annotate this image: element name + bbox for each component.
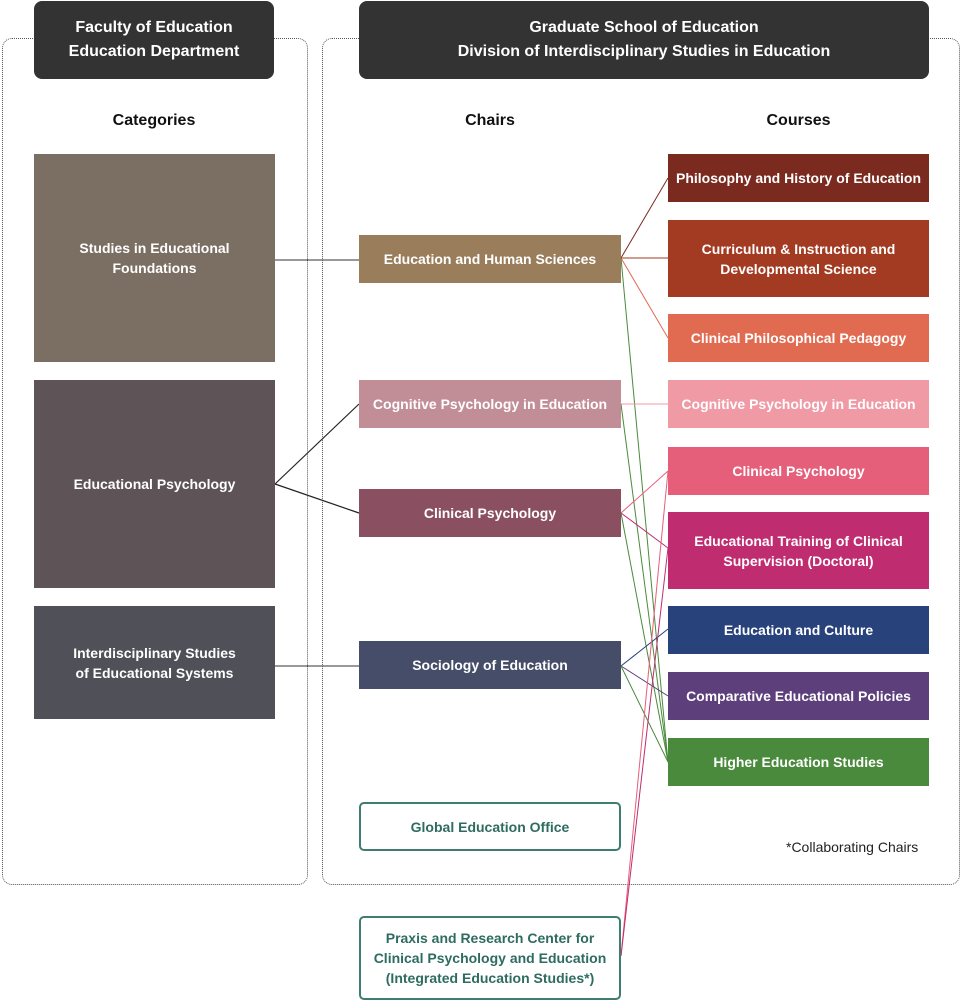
chair-clinical: Clinical Psychology [359,489,621,537]
course-philosophy: Philosophy and History of Education [668,154,929,202]
course-clinical-psychology-line1: Clinical Psychology [732,463,865,479]
course-philosophy-line1: Philosophy and History of Education [675,170,921,186]
course-higher-education-line1: Higher Education Studies [713,754,884,770]
global-education-office: Global Education Office [359,802,621,851]
category-systems-line2: of Educational Systems [75,664,234,681]
category-foundations-line1: Studies in Educational [79,240,230,256]
link-psychology-clinical [274,483,360,514]
faculty-header-line1: Faculty of Education [75,19,233,36]
course-training: Educational Training of Clinical Supervi… [668,512,929,589]
courses-heading: Courses [766,112,831,129]
link-psychology-cognitive [274,403,360,485]
link-praxis-clinical [620,470,669,957]
course-clinical-pedagogy-line1: Clinical Philosophical Pedagogy [690,330,907,346]
course-comparative: Comparative Educational Policies [668,672,929,720]
praxis-line1: Praxis and Research Center for [385,930,595,946]
graduate-header-line1: Graduate School of Education [529,19,759,36]
course-curriculum-line1: Curriculum & Instruction and [701,240,896,257]
chair-sociology: Sociology of Education [359,641,621,689]
category-foundations: Studies in Educational Foundations [34,154,275,362]
link-clinical-training [620,512,669,549]
course-culture-line1: Education and Culture [723,622,874,638]
link-human-pedagogy [620,257,669,339]
link-clinical-clinical [620,470,669,514]
praxis-line2: Clinical Psychology and Education [373,950,607,966]
chairs-heading: Chairs [465,112,515,129]
faculty-header: Faculty of Education Education Departmen… [34,1,274,79]
link-sociology-comparative [620,665,669,697]
category-psychology-line1: Educational Psychology [73,476,236,492]
course-cognitive-line1: Cognitive Psychology in Education [681,396,916,412]
faculty-header-line2: Education Department [68,43,240,60]
link-clinical-higher [620,512,669,763]
praxis-line3: (Integrated Education Studies*) [385,970,595,986]
category-foundations-line2: Foundations [112,260,197,276]
category-systems-line1: Interdisciplinary Studies [73,644,236,661]
categories-heading: Categories [112,112,196,129]
link-cognitive-higher [620,403,669,763]
course-training-line2: Supervision (Doctoral) [723,552,874,569]
course-cognitive: Cognitive Psychology in Education [668,380,929,428]
course-curriculum-line2: Developmental Science [720,260,877,277]
graduate-header-line2: Division of Interdisciplinary Studies in… [457,43,831,60]
link-sociology-culture [620,628,669,667]
course-higher-education: Higher Education Studies [668,738,929,786]
course-training-line1: Educational Training of Clinical [694,532,903,549]
graduate-header: Graduate School of Education Division of… [359,1,929,79]
category-systems: Interdisciplinary Studies of Educational… [34,606,275,719]
course-clinical-pedagogy: Clinical Philosophical Pedagogy [668,314,929,362]
praxis-research-center: Praxis and Research Center for Clinical … [359,916,621,1000]
chair-cognitive: Cognitive Psychology in Education [359,380,621,428]
collaborating-chairs-note: *Collaborating Chairs [786,839,919,855]
link-human-higher [620,257,669,763]
link-human-philosophy [620,177,669,259]
category-psychology: Educational Psychology [34,380,275,588]
course-clinical-psychology: Clinical Psychology [668,447,929,495]
link-praxis-training [620,547,669,957]
course-comparative-line1: Comparative Educational Policies [686,688,911,704]
course-curriculum: Curriculum & Instruction and Development… [668,220,929,297]
course-culture: Education and Culture [668,606,929,654]
chair-human-sciences: Education and Human Sciences [359,235,621,283]
